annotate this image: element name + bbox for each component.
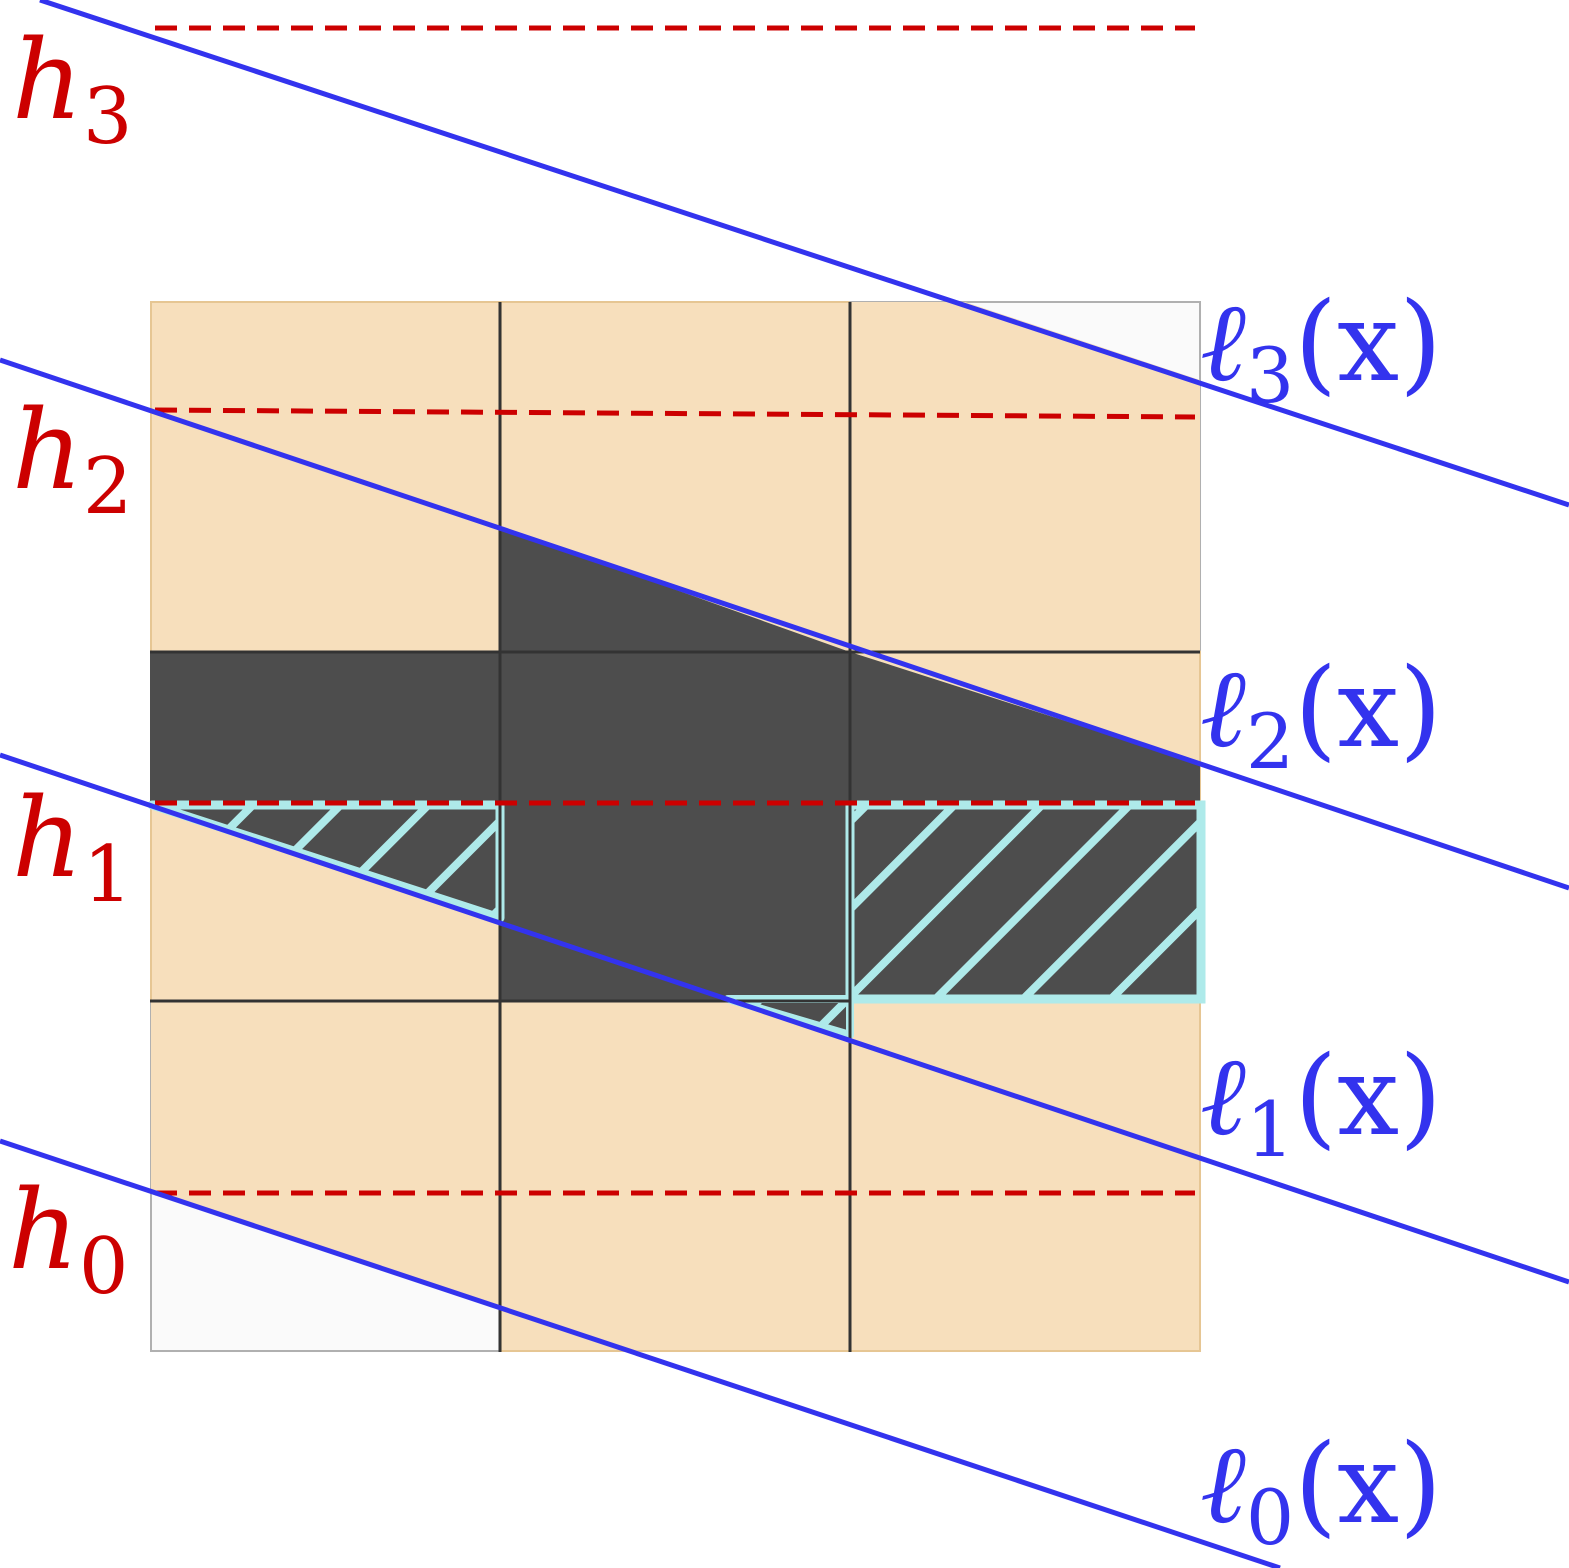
level-h2-line	[154, 407, 1196, 420]
label-l3: ℓ3(x)	[1200, 278, 1442, 420]
grid-cell-r2-c2	[849, 1000, 1202, 1353]
grid-cell-r2-c0-filled-part	[151, 1001, 500, 1308]
label-l0: ℓ0(x)	[1200, 1420, 1442, 1562]
hatched-region-right	[845, 800, 1206, 1004]
line-l3	[39, 0, 1569, 508]
line-l2	[0, 357, 1569, 891]
line-l1	[0, 752, 1569, 1285]
grid-cell-r2-c1	[499, 1000, 852, 1353]
grid-cell-r0-c0	[150, 301, 502, 653]
line-labels: ℓ3(x) ℓ2(x) ℓ1(x) ℓ0(x)	[1200, 278, 1442, 1562]
red-dashed-levels	[154, 25, 1196, 1196]
label-l1: ℓ1(x)	[1200, 1032, 1442, 1174]
label-h0: h0	[8, 1166, 129, 1312]
label-l2: ℓ2(x)	[1200, 644, 1442, 786]
level-labels: h3 h2 h1 h0	[8, 16, 133, 1312]
label-h3: h3	[12, 16, 133, 162]
grid-cell-r0-c2-filled-part	[850, 302, 1200, 652]
label-h2: h2	[12, 386, 133, 532]
line-l0	[0, 1138, 1281, 1568]
dark-region	[150, 527, 1200, 1000]
label-h1: h1	[12, 774, 133, 920]
